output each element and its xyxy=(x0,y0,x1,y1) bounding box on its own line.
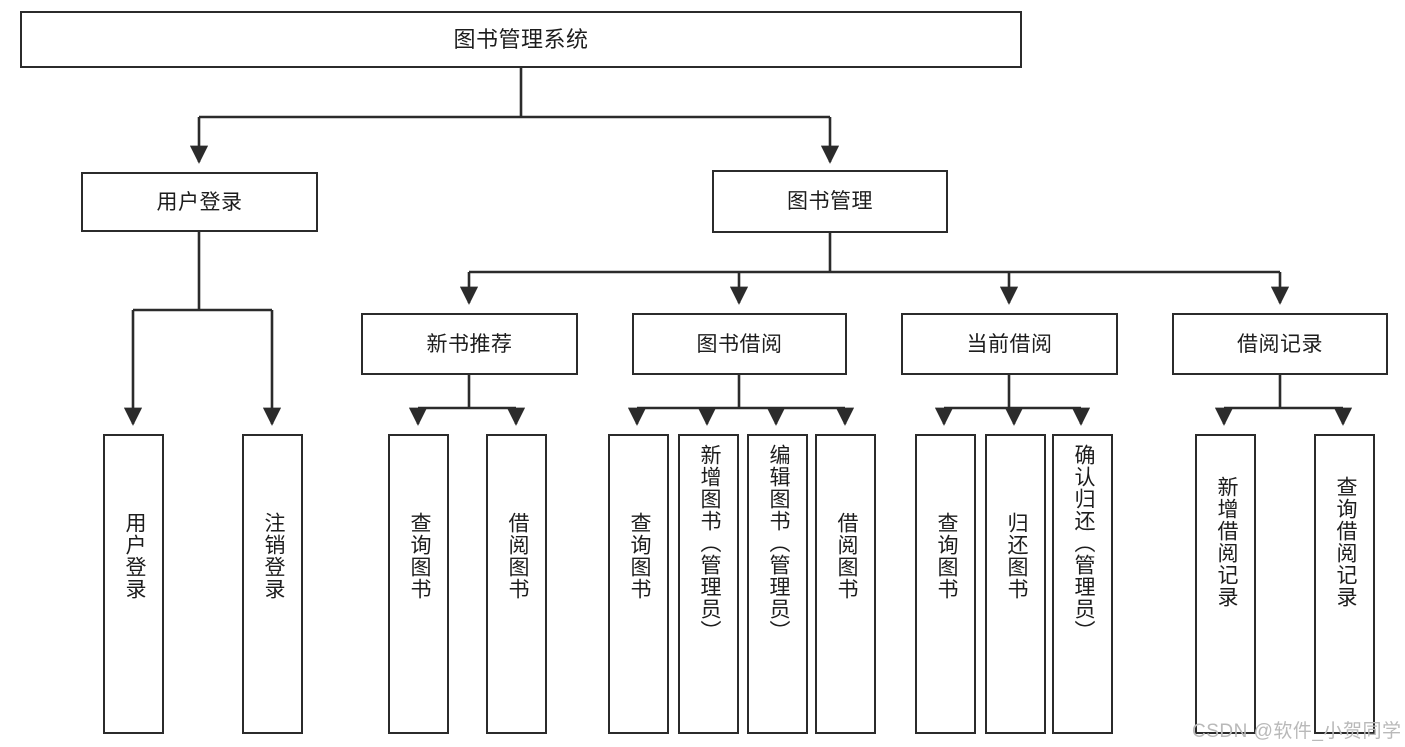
leaf-query-book-3[interactable]: 查询图书 xyxy=(915,434,976,734)
leaf-user-login[interactable]: 用户登录 xyxy=(103,434,164,734)
node-root[interactable]: 图书管理系统 xyxy=(20,11,1022,68)
leaf-add-book-label: 新增图书（管理员） xyxy=(697,444,721,642)
leaf-edit-book[interactable]: 编辑图书（管理员） xyxy=(747,434,808,734)
node-new-book-recommend-label: 新书推荐 xyxy=(426,332,513,356)
leaf-borrow-book-2[interactable]: 借阅图书 xyxy=(815,434,876,734)
node-borrow-record-label: 借阅记录 xyxy=(1237,332,1323,356)
leaf-logout-login-label: 注销登录 xyxy=(261,512,285,600)
leaf-borrow-book-2-label: 借阅图书 xyxy=(834,512,858,600)
leaf-query-book-3-label: 查询图书 xyxy=(934,512,958,600)
leaf-borrow-book-1-label: 借阅图书 xyxy=(505,512,529,600)
leaf-query-book-2-label: 查询图书 xyxy=(627,512,651,600)
node-root-label: 图书管理系统 xyxy=(453,26,589,52)
node-book-manage-label: 图书管理 xyxy=(787,190,873,213)
node-new-book-recommend[interactable]: 新书推荐 xyxy=(361,313,578,375)
leaf-query-record[interactable]: 查询借阅记录 xyxy=(1314,434,1375,734)
leaf-logout-login[interactable]: 注销登录 xyxy=(242,434,303,734)
leaf-query-book-1[interactable]: 查询图书 xyxy=(388,434,449,734)
leaf-add-book[interactable]: 新增图书（管理员） xyxy=(678,434,739,734)
leaf-borrow-book-1[interactable]: 借阅图书 xyxy=(486,434,547,734)
leaf-return-book[interactable]: 归还图书 xyxy=(985,434,1046,734)
leaf-confirm-return-label: 确认归还（管理员） xyxy=(1071,444,1095,642)
node-user-login[interactable]: 用户登录 xyxy=(81,172,318,232)
leaf-edit-book-label: 编辑图书（管理员） xyxy=(766,444,790,642)
leaf-add-record-label: 新增借阅记录 xyxy=(1214,476,1238,608)
node-book-borrow-label: 图书借阅 xyxy=(696,332,783,356)
node-current-borrow[interactable]: 当前借阅 xyxy=(901,313,1118,375)
node-book-manage[interactable]: 图书管理 xyxy=(712,170,948,233)
node-current-borrow-label: 当前借阅 xyxy=(966,332,1053,356)
leaf-user-login-label: 用户登录 xyxy=(122,512,146,600)
leaf-query-book-1-label: 查询图书 xyxy=(407,512,431,600)
leaf-add-record[interactable]: 新增借阅记录 xyxy=(1195,434,1256,734)
leaf-return-book-label: 归还图书 xyxy=(1004,512,1028,600)
leaf-confirm-return[interactable]: 确认归还（管理员） xyxy=(1052,434,1113,734)
node-book-borrow[interactable]: 图书借阅 xyxy=(632,313,847,375)
leaf-query-book-2[interactable]: 查询图书 xyxy=(608,434,669,734)
node-user-login-label: 用户登录 xyxy=(156,190,243,214)
csdn-watermark: CSDN @软件_小贺同学 xyxy=(1192,721,1402,742)
node-borrow-record[interactable]: 借阅记录 xyxy=(1172,313,1388,375)
leaf-query-record-label: 查询借阅记录 xyxy=(1333,476,1357,608)
